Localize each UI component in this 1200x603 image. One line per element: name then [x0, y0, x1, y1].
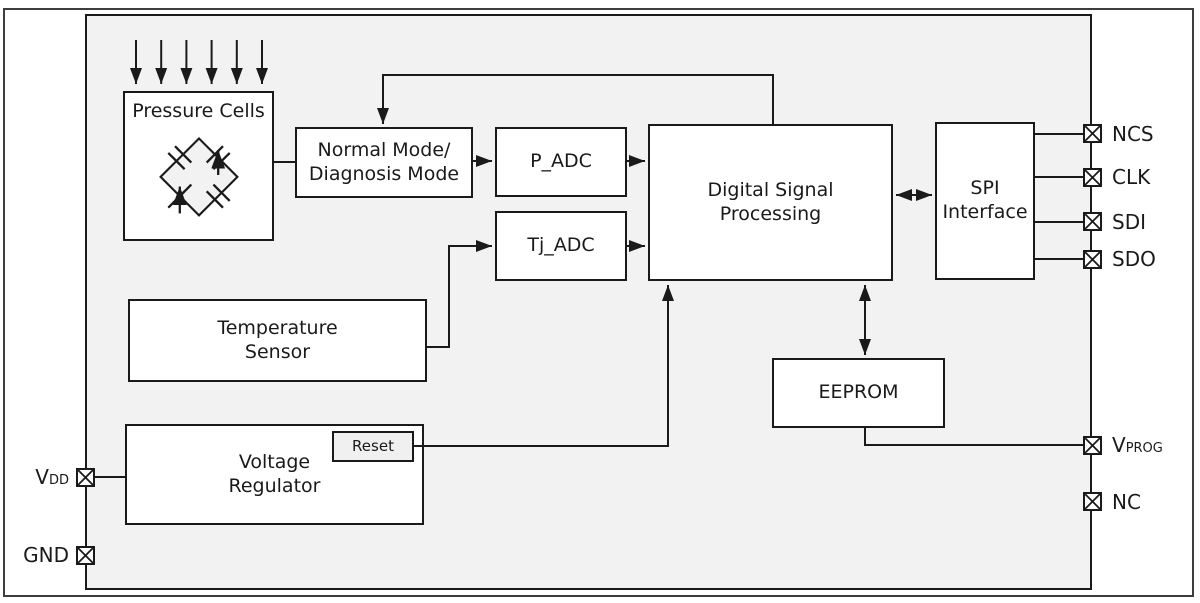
pin-label-clk: CLK	[1112, 165, 1151, 189]
block-p-adc: P_ADC	[495, 127, 627, 197]
pin-pad-vprog-icon	[1083, 436, 1102, 455]
reset-label: Reset	[352, 437, 394, 456]
block-spi-interface: SPI Interface	[935, 122, 1035, 280]
pin-label-ncs: NCS	[1112, 122, 1154, 146]
block-tj-adc: Tj_ADC	[495, 211, 627, 281]
block-pressure-cells: Pressure Cells	[123, 91, 274, 241]
pin-pad-gnd-icon	[76, 546, 95, 565]
block-eeprom: EEPROM	[772, 358, 945, 428]
pressure-cells-label: Pressure Cells	[132, 100, 265, 122]
p-adc-label: P_ADC	[530, 150, 592, 173]
pin-pad-vdd-icon	[76, 468, 95, 487]
pin-pad-sdo-icon	[1083, 250, 1102, 269]
pin-label-sdi: SDI	[1112, 210, 1146, 234]
block-reset: Reset	[332, 431, 414, 462]
pin-pad-clk-icon	[1083, 168, 1102, 187]
pin-pad-ncs-icon	[1083, 124, 1102, 143]
block-normal-mode: Normal Mode/ Diagnosis Mode	[295, 127, 473, 198]
block-temperature-sensor: Temperature Sensor	[128, 299, 427, 382]
block-dsp: Digital Signal Processing	[648, 124, 893, 281]
pin-label-vdd: VDD	[35, 465, 69, 489]
figure-border	[3, 8, 1194, 597]
pin-label-vprog: VPROG	[1112, 433, 1163, 457]
pin-pad-sdi-icon	[1083, 212, 1102, 231]
pin-label-sdo: SDO	[1112, 247, 1156, 271]
normal-mode-label: Normal Mode/ Diagnosis Mode	[308, 138, 460, 185]
dsp-label: Digital Signal Processing	[707, 178, 834, 225]
temperature-sensor-label: Temperature Sensor	[217, 316, 338, 363]
pin-label-nc: NC	[1112, 490, 1141, 514]
eeprom-label: EEPROM	[818, 381, 899, 404]
tj-adc-label: Tj_ADC	[527, 234, 595, 257]
voltage-regulator-label: Voltage Regulator	[228, 450, 321, 497]
spi-interface-label: SPI Interface	[942, 177, 1028, 223]
wheatstone-bridge-icon	[158, 136, 239, 217]
pin-label-gnd: GND	[23, 543, 69, 567]
pin-pad-nc-icon	[1083, 492, 1102, 511]
